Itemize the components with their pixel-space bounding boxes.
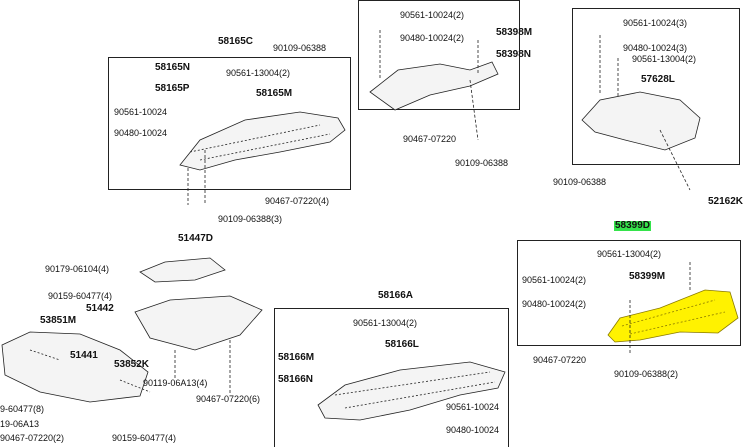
part-label: 58166L xyxy=(385,339,419,350)
part-label: 53852K xyxy=(114,359,150,370)
part-label: 90109-06388(3) xyxy=(218,214,283,224)
part-label: 90561-13004(2) xyxy=(632,54,697,64)
part-label: 90480-10024 xyxy=(446,425,500,435)
part-label: 51447D xyxy=(178,233,214,244)
part-label: 90467-07220(6) xyxy=(196,394,261,404)
part-label: 90480-10024(3) xyxy=(623,43,688,53)
part-label: 51441 xyxy=(70,350,98,361)
part-label: 58398M xyxy=(496,27,533,38)
part-label: 58398N xyxy=(496,49,532,60)
part-label: 90159-60477(4) xyxy=(48,291,113,301)
part-label: 90467-07220(2) xyxy=(0,433,65,443)
panel-frame-top-right xyxy=(572,8,740,165)
highlighted-group-tag: 58399D xyxy=(614,220,652,231)
part-label: 90119-06A13(4) xyxy=(143,378,208,388)
part-label: 90109-06388 xyxy=(553,177,607,187)
part-label: 58166N xyxy=(278,374,314,385)
part-label: 90179-06104(4) xyxy=(45,264,110,274)
part-label: 90561-10024(2) xyxy=(522,275,587,285)
part-label: 9-60477(8) xyxy=(0,404,45,414)
panel-frame-bottom-center xyxy=(274,308,509,447)
part-label: 58165N xyxy=(155,62,191,73)
group-label: 58166A xyxy=(378,290,414,301)
part-label: 90480-10024(2) xyxy=(522,299,587,309)
part-label: 19-06A13 xyxy=(0,419,40,429)
part-label: 90561-10024(2) xyxy=(400,10,465,20)
part-label: 58165M xyxy=(256,88,293,99)
part-label: 57628L xyxy=(641,74,675,85)
part-label: 52162K xyxy=(708,196,744,207)
group-label: 58165C xyxy=(218,36,254,47)
part-label: 90467-07220 xyxy=(533,355,587,365)
part-label: 90561-13004(2) xyxy=(226,68,291,78)
part-label: 90109-06388(2) xyxy=(614,369,679,379)
part-label: 53851M xyxy=(40,315,77,326)
part-label: 58165P xyxy=(155,83,190,94)
part-label: 58399M xyxy=(629,271,666,282)
part-label: 90480-10024(2) xyxy=(400,33,465,43)
part-label: 90561-10024 xyxy=(114,107,168,117)
part-label: 51442 xyxy=(86,303,114,314)
part-label: 90109-06388 xyxy=(273,43,327,53)
part-label: 90561-13004(2) xyxy=(597,249,662,259)
panel-frame-highlighted xyxy=(517,240,741,346)
panel-frame-top-center xyxy=(358,0,520,110)
part-label: 58166M xyxy=(278,352,315,363)
part-label: 90109-06388 xyxy=(455,158,509,168)
part-label: 90561-13004(2) xyxy=(353,318,418,328)
panel-frame-top-left xyxy=(108,57,351,190)
part-label: 90467-07220(4) xyxy=(265,196,330,206)
part-label: 90561-10024(3) xyxy=(623,18,688,28)
part-label: 90480-10024 xyxy=(114,128,168,138)
part-label: 90467-07220 xyxy=(403,134,457,144)
part-label: 90159-60477(4) xyxy=(112,433,177,443)
part-label: 90561-10024 xyxy=(446,402,500,412)
